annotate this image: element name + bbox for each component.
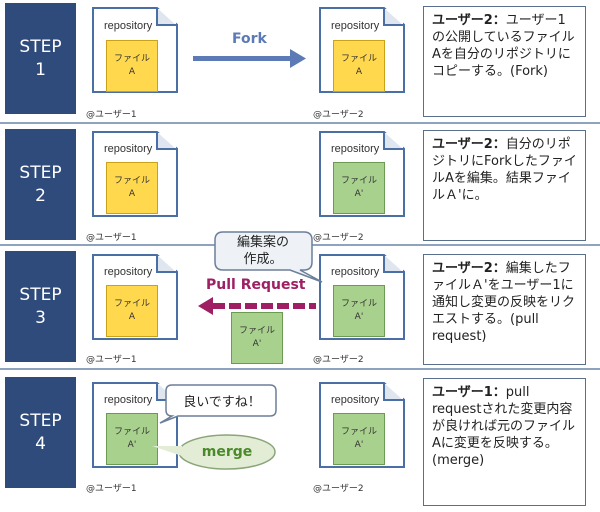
- step-number: 1: [35, 59, 46, 80]
- approve-callout-shape: [159, 384, 277, 424]
- edit-callout: 編集案の 作成。: [218, 232, 308, 270]
- step-label: STEP 2: [5, 129, 76, 240]
- fork-label: Fork: [232, 31, 267, 47]
- owner-user1: @ユーザー1: [86, 355, 137, 365]
- owner-user1: @ユーザー1: [86, 484, 137, 494]
- file-name: A: [128, 189, 136, 199]
- fold-corner: [383, 132, 403, 150]
- owner-user2: @ユーザー2: [313, 110, 364, 120]
- step-description: ユーザー2：自分のリポジトリにForkしたファイルAを編集。結果ファイルＡ'に。: [423, 130, 586, 241]
- file-a: ファイル A: [106, 285, 158, 337]
- repository-title: repository: [331, 266, 380, 278]
- file-label: ファイル: [113, 176, 150, 186]
- step-divider: [0, 368, 600, 370]
- step-number: 2: [35, 185, 46, 206]
- approve-callout: 良いですね！: [183, 395, 261, 410]
- fork-arrow: [193, 49, 306, 68]
- file-label: ファイル: [113, 54, 150, 64]
- step-label-text: STEP: [19, 36, 62, 57]
- step-label-text: STEP: [19, 162, 62, 183]
- file-a-prime: ファイル A': [333, 413, 385, 465]
- fold-corner: [383, 255, 403, 273]
- file-name: A': [127, 440, 137, 450]
- step-label-text: STEP: [19, 284, 62, 305]
- description-text: 編集したファイルＡ'をユーザー1に通知し変更の反映をリクエストする。(pull …: [432, 261, 576, 344]
- description-user: ユーザー2：: [432, 13, 506, 28]
- file-label: ファイル: [340, 176, 377, 186]
- file-label: ファイル: [340, 427, 377, 437]
- repository-title: repository: [104, 20, 153, 32]
- step-description: ユーザー2：ユーザー1の公開しているファイルAを自分のリポジトリにコピーする。(…: [423, 6, 586, 117]
- owner-user2: @ユーザー2: [313, 233, 364, 243]
- merge-ellipse-shape: [152, 434, 276, 470]
- repository-folds: [156, 8, 403, 401]
- description-user: ユーザー1：: [432, 385, 506, 400]
- file-name: A': [252, 339, 262, 349]
- repository-title: repository: [331, 394, 380, 406]
- file-a-prime: ファイル A': [106, 413, 158, 465]
- file-name: A: [355, 67, 363, 77]
- file-label: ファイル: [340, 54, 377, 64]
- repository-title: repository: [104, 143, 153, 155]
- file-name: A': [354, 440, 364, 450]
- repository-title: repository: [104, 266, 153, 278]
- pull-request-label: Pull Request: [206, 277, 306, 293]
- repository-title: repository: [104, 394, 153, 406]
- owner-user1: @ユーザー1: [86, 233, 137, 243]
- file-label: ファイル: [113, 299, 150, 309]
- fold-corner: [383, 8, 403, 26]
- repository-title: repository: [331, 143, 380, 155]
- file-a-prime-moving: ファイル A': [231, 312, 283, 364]
- callout-line: 編集案の: [236, 235, 289, 250]
- step-number: 3: [35, 307, 46, 328]
- callout-line: 作成。: [243, 252, 283, 267]
- step-label-text: STEP: [19, 410, 62, 431]
- file-a: ファイル A: [106, 162, 158, 214]
- file-label: ファイル: [340, 299, 377, 309]
- fold-corner: [156, 255, 176, 273]
- file-a-prime: ファイル A': [333, 285, 385, 337]
- description-text: ユーザー1の公開しているファイルAを自分のリポジトリにコピーする。(Fork): [432, 13, 575, 79]
- description-text: 自分のリポジトリにForkしたファイルAを編集。結果ファイルＡ'に。: [432, 137, 577, 203]
- file-a-prime: ファイル A': [333, 162, 385, 214]
- step-number: 4: [35, 433, 46, 454]
- file-name: A': [354, 312, 364, 322]
- owner-user2: @ユーザー2: [313, 355, 364, 365]
- fold-corner: [156, 132, 176, 150]
- edit-callout-shape: [214, 231, 323, 283]
- file-a: ファイル A: [106, 40, 158, 92]
- step-label: STEP 4: [5, 377, 76, 488]
- description-user: ユーザー2：: [432, 261, 506, 276]
- owner-user2: @ユーザー2: [313, 484, 364, 494]
- file-name: A: [128, 312, 136, 322]
- step-description: ユーザー1：pull requestされた変更内容が良ければ元のファイルAに変更…: [423, 378, 586, 506]
- file-a: ファイル A: [333, 40, 385, 92]
- pull-request-arrow: [198, 297, 316, 315]
- repository-title: repository: [331, 20, 380, 32]
- file-label: ファイル: [113, 427, 150, 437]
- step-divider: [0, 122, 600, 124]
- description-text: pull requestされた変更内容が良ければ元のファイルAに変更を反映する。…: [432, 385, 576, 468]
- step-label: STEP 3: [5, 251, 76, 362]
- fold-corner: [383, 383, 403, 401]
- step-label: STEP 1: [5, 3, 76, 114]
- fold-corner: [156, 8, 176, 26]
- step-description: ユーザー2：編集したファイルＡ'をユーザー1に通知し変更の反映をリクエストする。…: [423, 254, 586, 365]
- file-label: ファイル: [238, 326, 275, 336]
- merge-label: merge: [201, 444, 253, 460]
- description-user: ユーザー2：: [432, 137, 506, 152]
- file-name: A: [128, 67, 136, 77]
- file-name: A': [354, 189, 364, 199]
- owner-user1: @ユーザー1: [86, 110, 137, 120]
